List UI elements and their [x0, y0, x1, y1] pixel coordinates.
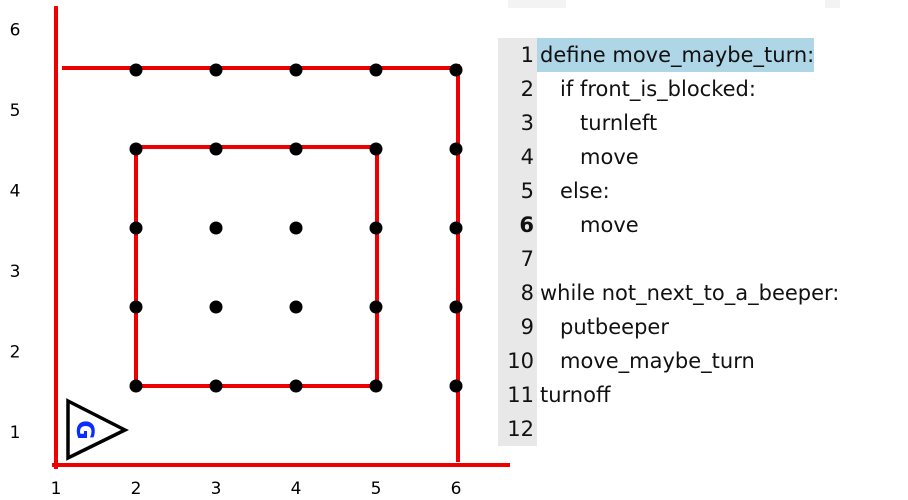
- code-line[interactable]: 12: [498, 412, 908, 446]
- walls: [52, 6, 510, 469]
- toolbar-strip: [508, 0, 566, 8]
- axis-labels: 1 2 3 4 5 6 1 2 3 4 5 6: [10, 21, 462, 500]
- line-number: 5: [498, 174, 537, 208]
- line-number: 2: [498, 72, 537, 106]
- code-text[interactable]: while not_next_to_a_beeper:: [540, 281, 840, 305]
- line-number: 7: [498, 242, 537, 276]
- code-line[interactable]: 6 move: [498, 208, 908, 242]
- beeper: [209, 379, 223, 393]
- code-text[interactable]: [537, 242, 540, 276]
- x-axis-label: 4: [291, 479, 302, 499]
- line-number: 11: [498, 378, 537, 412]
- line-number: 9: [498, 310, 537, 344]
- beeper: [449, 63, 463, 77]
- beeper: [369, 379, 383, 393]
- code-text[interactable]: if front_is_blocked:: [540, 77, 756, 101]
- beepers: [129, 63, 463, 393]
- code-text[interactable]: move: [540, 213, 639, 237]
- beeper: [449, 142, 463, 156]
- beeper: [129, 63, 143, 77]
- y-axis-label: 2: [10, 343, 21, 363]
- beeper: [289, 379, 303, 393]
- line-number: 1: [498, 38, 537, 72]
- beeper: [209, 142, 223, 156]
- code-line[interactable]: 7: [498, 242, 908, 276]
- code-text[interactable]: move: [540, 145, 639, 169]
- beeper: [289, 300, 303, 314]
- code-text[interactable]: turnleft: [540, 111, 658, 135]
- robot: G: [66, 398, 129, 461]
- code-line[interactable]: 9 putbeeper: [498, 310, 908, 344]
- karel-world: 1 2 3 4 5 6 1 2 3 4 5 6 G: [10, 6, 510, 500]
- y-axis-label: 6: [10, 21, 21, 41]
- robot-body: [66, 398, 129, 461]
- line-number: 12: [498, 412, 537, 446]
- code-text[interactable]: else:: [540, 179, 610, 203]
- beeper: [209, 221, 223, 235]
- line-number: 3: [498, 106, 537, 140]
- beeper: [209, 300, 223, 314]
- line-number: 4: [498, 140, 537, 174]
- robot-label: G: [71, 420, 99, 440]
- beeper: [289, 142, 303, 156]
- y-axis-label: 4: [10, 182, 21, 202]
- x-axis-label: 5: [371, 479, 382, 499]
- x-axis-label: 2: [131, 479, 142, 499]
- code-line[interactable]: 4 move: [498, 140, 908, 174]
- beeper: [129, 379, 143, 393]
- code-text[interactable]: define move_maybe_turn:: [537, 38, 815, 72]
- x-axis-label: 1: [51, 479, 62, 499]
- beeper: [369, 300, 383, 314]
- beeper: [289, 221, 303, 235]
- beeper: [209, 63, 223, 77]
- beeper: [449, 221, 463, 235]
- code-line[interactable]: 5 else:: [498, 174, 908, 208]
- x-axis-label: 6: [451, 479, 462, 499]
- code-text[interactable]: putbeeper: [540, 315, 669, 339]
- line-number: 8: [498, 276, 537, 310]
- code-line[interactable]: 10 move_maybe_turn: [498, 344, 908, 378]
- line-number: 6: [498, 208, 537, 242]
- beeper: [449, 379, 463, 393]
- code-text[interactable]: turnoff: [540, 383, 611, 407]
- x-axis-label: 3: [211, 479, 222, 499]
- y-axis-label: 5: [10, 101, 21, 121]
- line-number: 10: [498, 344, 537, 378]
- y-axis-label: 3: [10, 262, 21, 282]
- code-text[interactable]: move_maybe_turn: [540, 349, 755, 373]
- beeper: [369, 63, 383, 77]
- y-axis-label: 1: [10, 423, 21, 443]
- beeper: [449, 300, 463, 314]
- code-text[interactable]: [537, 412, 540, 446]
- beeper: [129, 221, 143, 235]
- beeper: [129, 300, 143, 314]
- code-line[interactable]: 2 if front_is_blocked:: [498, 72, 908, 106]
- beeper: [289, 63, 303, 77]
- beeper: [369, 221, 383, 235]
- beeper: [129, 142, 143, 156]
- toolbar-strip: [825, 0, 840, 8]
- code-line[interactable]: 3 turnleft: [498, 106, 908, 140]
- beeper: [369, 142, 383, 156]
